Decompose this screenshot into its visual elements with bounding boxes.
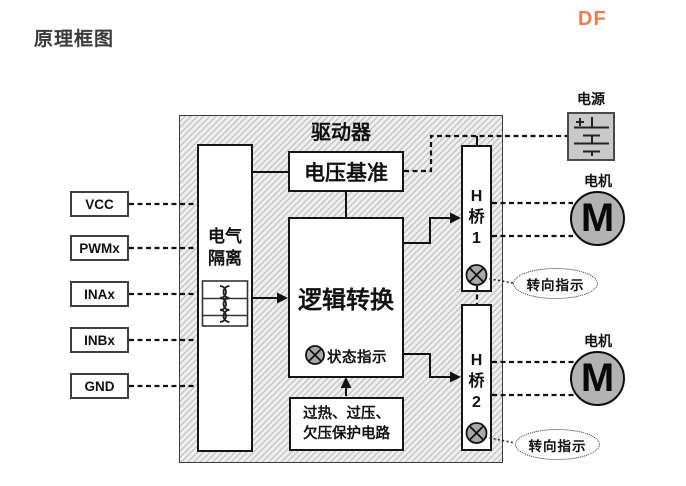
- brand-logo: DF: [578, 8, 607, 30]
- block-electrical-isolation: 电气 隔离: [197, 144, 253, 452]
- input-box-gnd: GND: [70, 373, 129, 399]
- logic-conversion-label: 逻辑转换: [298, 287, 394, 314]
- input-label: INBx: [84, 332, 115, 348]
- isolation-label: 电气 隔离: [208, 227, 242, 268]
- input-label: GND: [84, 378, 115, 394]
- input-box-vcc: VCC: [70, 191, 129, 217]
- h-bridge-1-label: H 桥 1: [468, 188, 485, 247]
- motor-1-label: 电机: [584, 173, 612, 189]
- motor-2-label: 电机: [584, 333, 612, 349]
- input-label: INAx: [84, 286, 115, 302]
- input-box-pwmx: PWMx: [70, 235, 129, 261]
- input-box-inbx: INBx: [70, 327, 129, 353]
- power-supply-box: [567, 112, 615, 161]
- direction-indicator-callout-2: 转向指示: [515, 429, 600, 460]
- page-title: 原理框图: [34, 29, 115, 50]
- motor-symbol: M: [580, 356, 615, 400]
- input-box-inax: INAx: [70, 281, 129, 307]
- protection-label: 过热、过压、 欠压保护电路: [303, 406, 390, 442]
- block-h-bridge-1: H 桥 1: [461, 145, 492, 292]
- motor-symbol: M: [580, 196, 615, 240]
- driver-title: 驱动器: [311, 122, 371, 144]
- input-label: PWMx: [79, 240, 120, 256]
- power-supply-label: 电源: [577, 91, 605, 107]
- direction-indicator-callout-1: 转向指示: [513, 268, 598, 299]
- block-protection-circuit: 过热、过压、 欠压保护电路: [289, 397, 404, 451]
- motor-1: M: [570, 191, 625, 246]
- input-label: VCC: [85, 196, 114, 212]
- block-voltage-reference: 电压基准: [288, 151, 404, 192]
- motor-2: M: [570, 351, 625, 406]
- block-h-bridge-2: H 桥 2: [461, 304, 492, 451]
- voltage-reference-label: 电压基准: [304, 161, 388, 185]
- status-indicator-label: 状态指示: [327, 350, 387, 366]
- h-bridge-2-label: H 桥 2: [468, 352, 485, 411]
